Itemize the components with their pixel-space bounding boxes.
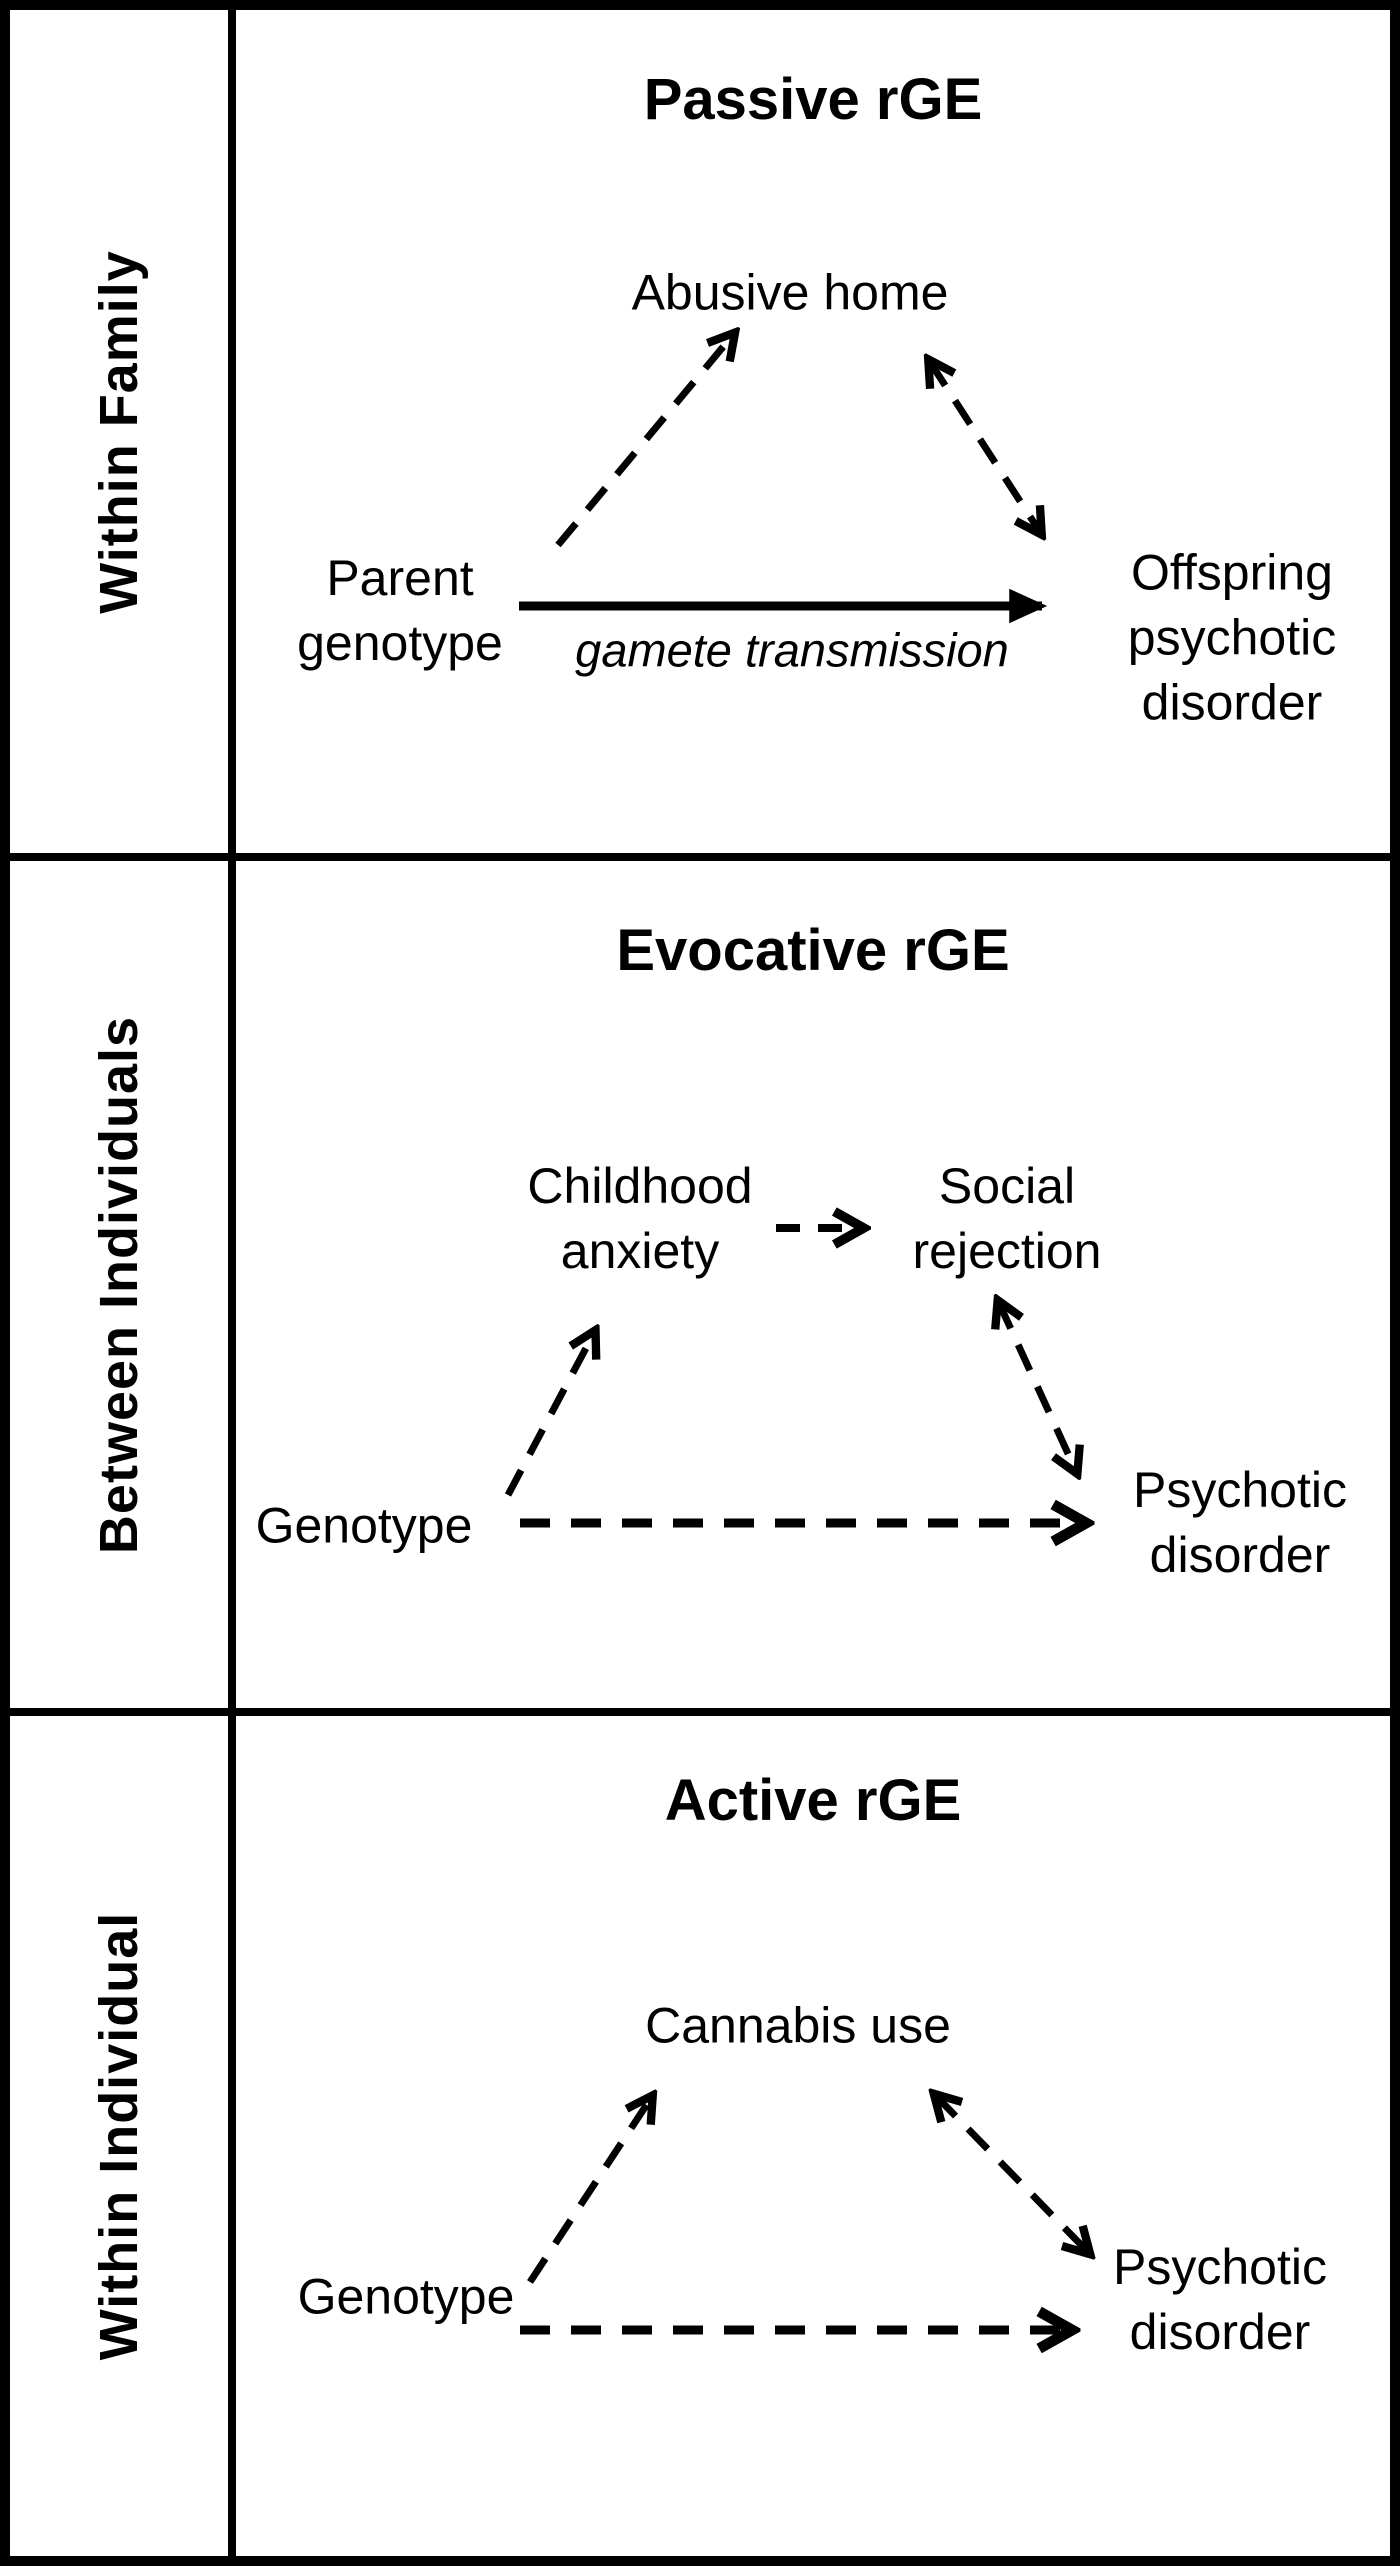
panel-active-rge: Active rGE Cannabis use Genotype Psychot… <box>236 1716 1390 2556</box>
sidebar-within-individual: Within Individual <box>10 1716 228 2556</box>
sidebar-label: Between Individuals <box>89 1015 149 1554</box>
node-parent-genotype: Parent genotype <box>297 550 503 671</box>
sidebar-label: Within Individual <box>89 1911 150 2361</box>
sidebar-label: Within Family <box>89 249 149 614</box>
node-childhood-anxiety: Childhood anxiety <box>527 1158 753 1279</box>
node-cannabis-use: Cannabis use <box>645 1997 951 2054</box>
arrow-cannabis-use-psychotic-bidirectional <box>936 2096 1088 2252</box>
node-psychotic-disorder: Psychotic disorder <box>1133 1462 1347 1583</box>
node-offspring-psychotic-disorder: Offspring psychotic disorder <box>1127 544 1337 731</box>
arrow-genotype-to-cannabis-use <box>527 2098 651 2284</box>
passive-rge-arrows <box>519 10 1048 624</box>
evocative-rge-arrows <box>504 861 1390 1708</box>
node-social-rejection: Social rejection <box>912 1158 1102 1279</box>
gamete-transmission-label: gamete transmission <box>575 623 1009 677</box>
node-genotype: Genotype <box>297 2268 515 2325</box>
sidebar-between-individuals: Between Individuals <box>10 861 228 1708</box>
panel-title: Passive rGE <box>643 67 983 132</box>
arrow-parent-genotype-to-abusive-home <box>555 335 733 548</box>
panel-title: Evocative rGE <box>616 918 1010 983</box>
node-psychotic-disorder: Psychotic disorder <box>1113 2239 1327 2360</box>
node-genotype: Genotype <box>255 1497 473 1554</box>
arrow-genotype-to-childhood-anxiety <box>504 1333 594 1497</box>
arrow-abusive-home-offspring-bidirectional <box>930 362 1040 532</box>
sidebar-within-family: Within Family <box>10 10 228 853</box>
active-rge-arrows <box>520 1716 1390 2556</box>
node-abusive-home: Abusive home <box>631 264 949 321</box>
panel-title: Active rGE <box>664 1768 962 1833</box>
panel-evocative-rge: Evocative rGE Childhood anxiety Social r… <box>236 861 1390 1708</box>
arrow-social-rejection-psychotic-bidirectional <box>999 1303 1076 1471</box>
panel-passive-rge: Passive rGE Abusive home Parent genotype… <box>236 10 1390 853</box>
